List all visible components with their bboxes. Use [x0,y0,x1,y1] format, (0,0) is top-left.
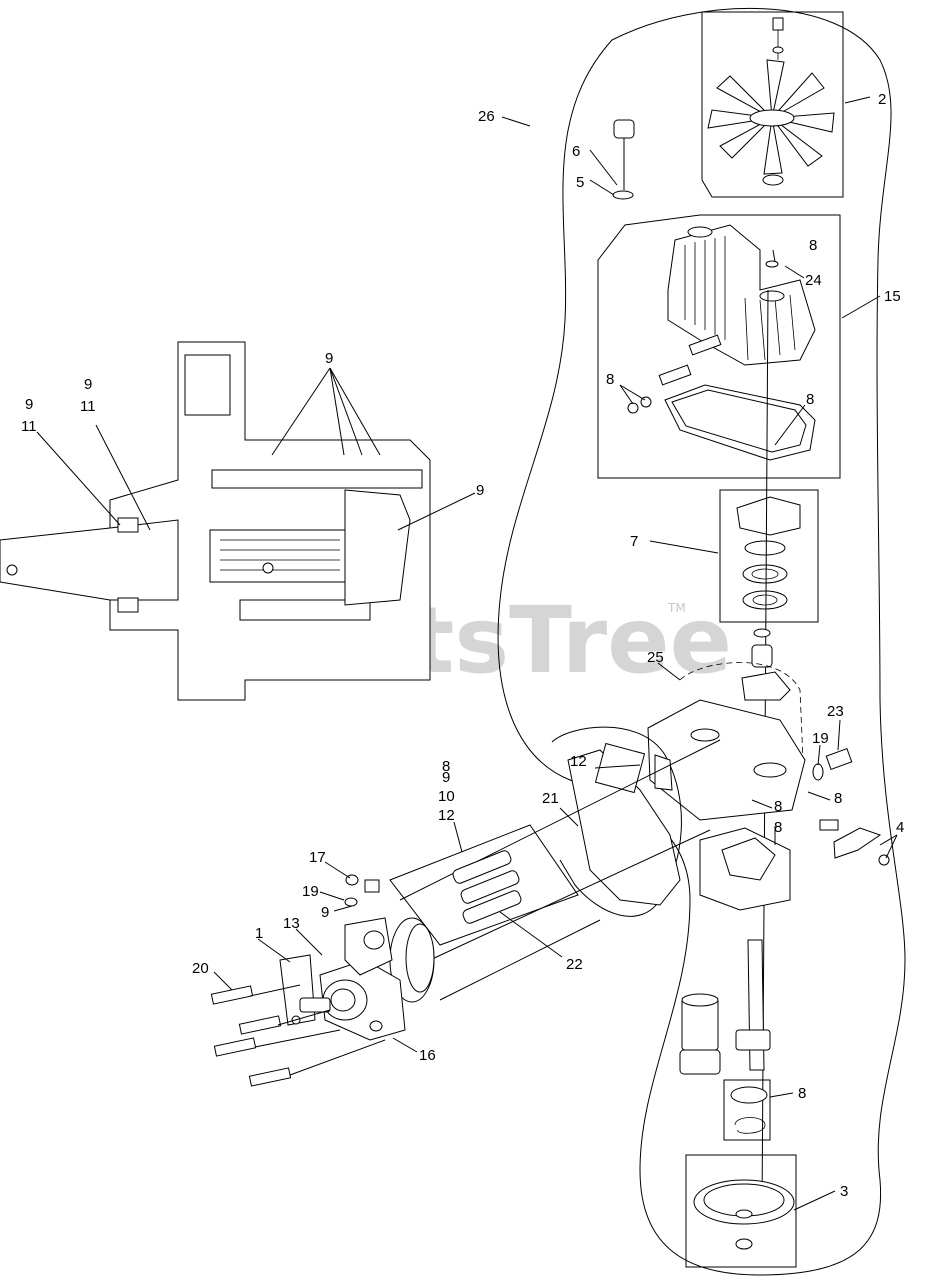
callout-23: 23 [827,703,844,720]
callout-9-c: 9 [325,350,333,367]
callout-3: 3 [840,1183,848,1200]
bearing-stack [719,489,819,623]
pump-body [647,628,806,911]
assembly-boundary [497,7,906,1276]
leader-lines [36,96,898,1211]
callout-13: 13 [283,915,300,932]
callout-8-g: 8 [442,758,450,775]
callout-9-b: 9 [321,904,329,921]
callout-4: 4 [896,819,904,836]
callout-15: 15 [884,288,901,305]
right-hardware [812,748,890,866]
bolts [210,984,386,1087]
callout-9-d: 9 [476,482,484,499]
callout-8-c: 8 [806,391,814,408]
callout-20: 20 [192,960,209,977]
callout-2: 2 [878,91,886,108]
transaxle-housing [551,726,682,917]
pulley-assembly [685,1154,797,1268]
callout-24: 24 [805,272,822,289]
callout-19: 19 [812,730,829,747]
axle-tube [279,739,721,1041]
callout-17: 17 [309,849,326,866]
input-shaft [679,939,771,1075]
callout-6: 6 [572,143,580,160]
callout-21: 21 [542,790,559,807]
callout-8-h: 8 [798,1085,806,1102]
callout-10: 10 [438,788,455,805]
fan-assembly [701,11,844,198]
lower-bearing-box [723,1079,771,1141]
callout-8-d: 8 [834,790,842,807]
callout-8-f: 8 [774,819,782,836]
callout-8-b: 8 [606,371,614,388]
callout-11-a: 11 [80,398,96,415]
section-view [0,341,431,701]
callout-8-e: 8 [774,798,782,815]
housing-assembly [597,214,841,479]
callout-22: 22 [566,956,583,973]
callout-26: 25 [647,649,664,666]
callout-9-f: 9 [25,396,33,413]
callout-18: 19 [302,883,319,900]
callout-8-a: 8 [809,237,817,254]
callout-12-a: 12 [570,753,587,770]
callout-11-b: 11 [21,418,37,435]
callout-labels: 26 2 6 5 8 24 15 8 8 7 25 23 19 8 8 8 4 … [21,91,904,1200]
callout-5: 5 [576,174,584,191]
callout-16: 16 [419,1047,436,1064]
watermark-trademark: TM [667,601,686,615]
callout-7: 7 [630,533,638,550]
callout-1: 1 [255,925,263,942]
callout-9-a: 9 [442,769,450,786]
dipstick-assembly [612,119,635,200]
callout-25: 26 [478,108,495,125]
callout-9-e: 9 [84,376,92,393]
callout-12-b: 12 [438,807,455,824]
